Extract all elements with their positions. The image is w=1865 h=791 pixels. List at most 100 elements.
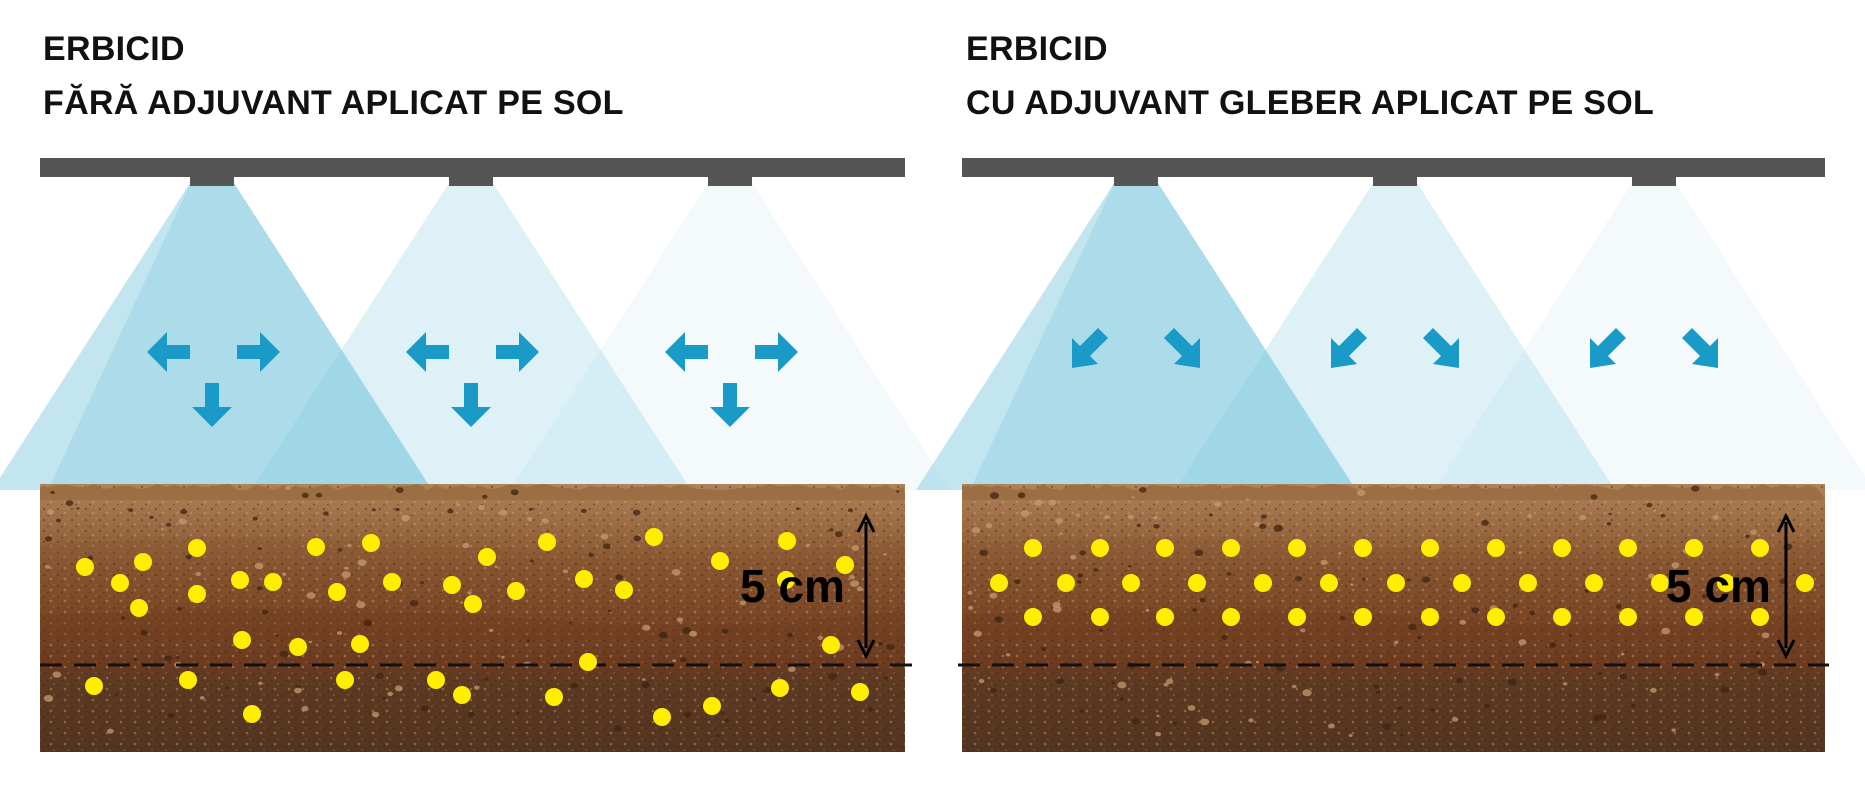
pebble xyxy=(1056,678,1065,685)
pebble xyxy=(489,628,494,633)
herbicide-particle xyxy=(478,548,496,566)
pebble xyxy=(1111,681,1115,685)
pebble xyxy=(658,631,669,639)
pebble xyxy=(1005,653,1011,657)
depth-arrow-top-icon xyxy=(1776,512,1796,533)
pebble xyxy=(1475,513,1479,516)
pebble xyxy=(671,569,681,576)
pebble xyxy=(529,559,534,563)
herbicide-particle xyxy=(1751,608,1769,626)
herbicide-particle xyxy=(179,671,197,689)
right-title-line-2: CU ADJUVANT GLEBER APLICAT PE SOL xyxy=(966,84,1655,122)
herbicide-particle xyxy=(1751,539,1769,557)
pebble xyxy=(806,543,811,547)
pebble xyxy=(1650,687,1657,693)
pebble xyxy=(568,621,572,625)
pebble xyxy=(541,518,550,524)
pebble xyxy=(65,500,74,506)
pebble xyxy=(56,518,61,523)
pebble xyxy=(164,655,173,662)
herbicide-particle xyxy=(1651,574,1669,592)
pebble xyxy=(1619,673,1628,680)
pebble xyxy=(128,508,134,512)
pebble xyxy=(847,508,854,513)
arrow-right-icon xyxy=(496,332,539,372)
pebble xyxy=(1139,487,1147,493)
pebble xyxy=(795,507,800,511)
herbicide-particle xyxy=(1487,539,1505,557)
pebble xyxy=(1720,686,1729,693)
soil-band xyxy=(962,609,1825,640)
pebble xyxy=(632,509,641,516)
pebble xyxy=(1393,640,1399,645)
pebble xyxy=(499,509,508,516)
herbicide-particle xyxy=(1685,539,1703,557)
pebble xyxy=(883,676,888,680)
pebble xyxy=(985,523,993,529)
pebble xyxy=(1660,513,1666,518)
pebble xyxy=(1187,705,1196,711)
spray-cone xyxy=(0,180,432,490)
pebble xyxy=(477,505,485,511)
pebble xyxy=(1153,524,1160,529)
pebble xyxy=(886,643,895,650)
herbicide-particle xyxy=(453,686,471,704)
pebble xyxy=(781,597,785,600)
pebble xyxy=(1529,610,1536,616)
herbicide-particle xyxy=(836,556,854,574)
herbicide-particle xyxy=(1254,574,1272,592)
pebble xyxy=(1163,682,1169,687)
pebble xyxy=(1246,498,1250,501)
pebble xyxy=(1712,514,1720,520)
herbicide-particle xyxy=(464,595,482,613)
herbicide-particle xyxy=(645,528,663,546)
soil-band xyxy=(40,538,905,560)
herbicide-particle xyxy=(1619,539,1637,557)
herbicide-particle xyxy=(1091,608,1109,626)
spray-boom xyxy=(40,158,905,177)
pebble xyxy=(1507,678,1517,686)
herbicide-particle xyxy=(188,539,206,557)
spray-cones xyxy=(916,180,1865,490)
pebble xyxy=(1382,723,1391,730)
pebble xyxy=(672,659,677,663)
nozzle xyxy=(1114,175,1158,186)
pebble xyxy=(689,630,698,637)
soil-surface xyxy=(962,484,1825,500)
pebble xyxy=(1155,732,1162,737)
pebble xyxy=(720,710,725,714)
pebble xyxy=(1562,682,1568,686)
pebble xyxy=(725,718,730,723)
pebble xyxy=(1156,714,1160,718)
pebble xyxy=(1590,494,1598,500)
pebble xyxy=(140,630,148,636)
pebble xyxy=(1221,635,1228,640)
pebble xyxy=(363,619,373,627)
herbicide-particle xyxy=(85,677,103,695)
soil-texture xyxy=(40,484,905,752)
spray-cone xyxy=(251,180,691,490)
pebble xyxy=(990,688,998,693)
herbicide-particle xyxy=(703,697,721,715)
pebble xyxy=(1568,633,1573,637)
herbicide-particle xyxy=(362,534,380,552)
pebble xyxy=(1615,604,1622,610)
pebble xyxy=(642,624,651,631)
herbicide-particle xyxy=(1057,574,1075,592)
spray-cone-shade xyxy=(48,180,432,490)
pebble xyxy=(739,600,746,606)
pebble xyxy=(50,490,55,495)
pebble xyxy=(462,542,470,549)
herbicide-particle xyxy=(507,582,525,600)
pebble xyxy=(665,699,670,702)
herbicide-particle xyxy=(188,585,206,603)
pebble xyxy=(1041,647,1047,652)
pebble xyxy=(1584,589,1590,593)
pebble xyxy=(371,508,376,512)
pebble xyxy=(225,686,230,690)
pebble xyxy=(1214,501,1222,507)
pebble xyxy=(1127,514,1134,520)
spray-cone xyxy=(1175,180,1615,490)
pebble xyxy=(967,605,974,610)
herbicide-particle xyxy=(1320,574,1338,592)
